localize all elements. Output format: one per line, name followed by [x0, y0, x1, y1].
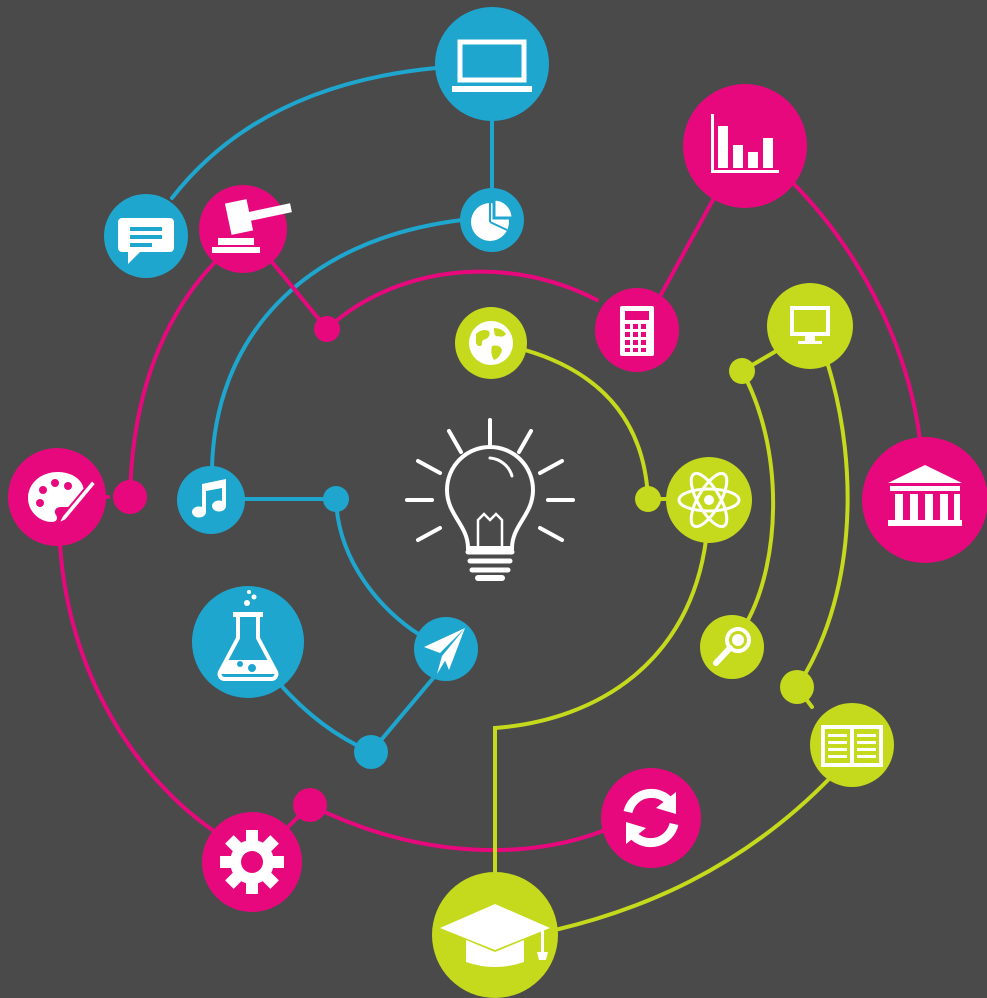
paper-plane-icon	[424, 628, 465, 674]
line-dot-magnifier	[740, 369, 776, 622]
line-pie-music	[210, 218, 464, 470]
junction-dot	[314, 316, 340, 342]
node-monitor	[767, 283, 853, 369]
node-globe	[455, 307, 527, 379]
junction-dot	[780, 670, 814, 704]
bar-chart-icon	[711, 114, 779, 173]
line-barchart-calculator	[656, 196, 716, 302]
bank-icon	[888, 465, 962, 526]
chat-bubble-icon	[118, 218, 174, 264]
monitor-icon	[790, 306, 830, 344]
junction-dot	[113, 480, 147, 514]
line-dot-refresh	[308, 803, 607, 853]
line-plane-dot	[369, 668, 442, 754]
lightbulb-icon	[405, 418, 575, 581]
laptop-icon	[457, 39, 527, 83]
junction-dots	[113, 316, 814, 822]
refresh-icon	[623, 788, 679, 848]
line-monitor-dot2	[795, 363, 850, 689]
line-laptop-chat	[170, 66, 438, 200]
junction-dot	[729, 358, 755, 384]
node-chat	[104, 194, 188, 278]
line-palette-gear	[58, 543, 222, 837]
node-gear	[202, 812, 302, 912]
node-gavel	[199, 185, 292, 273]
node-pie	[460, 188, 524, 252]
node-barchart	[683, 84, 807, 208]
line-atom-graduation	[493, 538, 708, 882]
node-music	[177, 466, 245, 534]
node-book	[810, 703, 894, 787]
node-bank	[862, 437, 987, 563]
line-calculator-dot	[325, 269, 599, 331]
music-note-icon	[192, 479, 226, 518]
node-refresh	[601, 768, 701, 868]
node-flask	[192, 586, 304, 698]
junction-dot	[293, 788, 327, 822]
line-book-graduation	[553, 776, 832, 932]
flask-icon	[217, 590, 279, 681]
node-plane	[414, 617, 478, 681]
node-calculator	[595, 288, 679, 372]
open-book-icon	[821, 725, 883, 767]
node-laptop	[435, 7, 549, 121]
line-dot-gavel	[270, 260, 329, 331]
graduation-cap-icon	[440, 904, 550, 967]
junction-dot	[354, 735, 388, 769]
atom-icon	[677, 471, 741, 529]
calculator-icon	[620, 306, 654, 356]
line-gavel-dot	[128, 260, 217, 499]
line-barchart-bank	[788, 178, 922, 442]
magnifier-icon	[713, 627, 751, 666]
node-palette	[8, 448, 106, 546]
palette-icon	[28, 472, 98, 527]
node-graduation	[432, 872, 558, 998]
line-dot-plane	[334, 497, 422, 637]
junction-dot	[635, 486, 661, 512]
node-magnifier	[700, 615, 764, 679]
pie-chart-icon	[471, 197, 515, 241]
gear-icon	[220, 830, 284, 894]
globe-icon	[469, 321, 513, 365]
gavel-icon	[212, 199, 292, 253]
junction-dot	[323, 486, 349, 512]
line-globe-dot	[523, 348, 650, 501]
node-atom	[666, 457, 752, 543]
